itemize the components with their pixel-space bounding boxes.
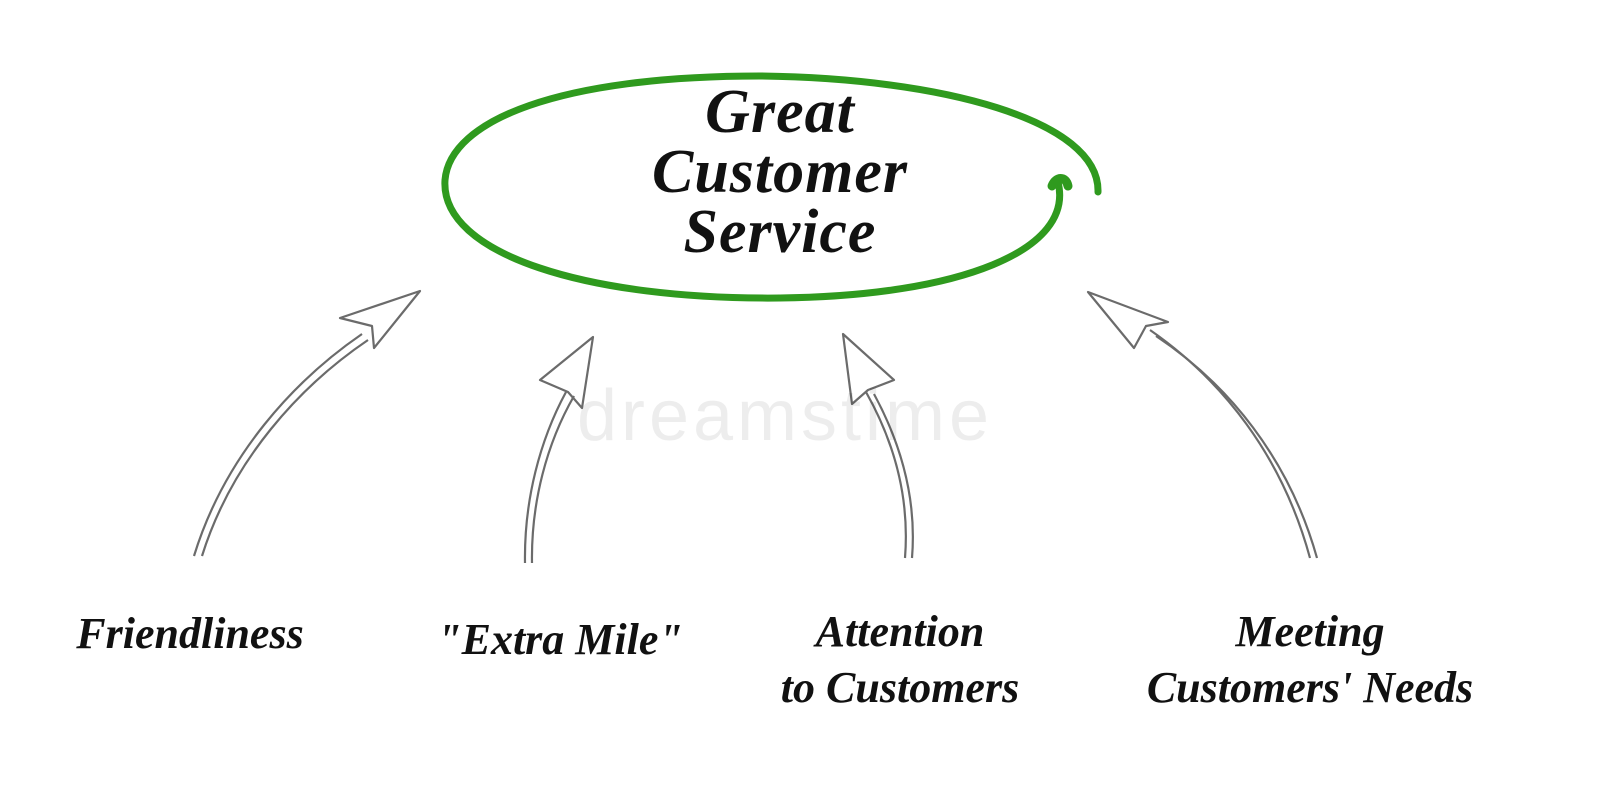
watermark: dreamstime bbox=[576, 376, 994, 456]
arrow-friendliness bbox=[192, 289, 422, 557]
center-title-line: Customer bbox=[651, 138, 909, 206]
label-meeting-needs: Meeting Customers' Needs bbox=[1100, 604, 1520, 716]
arrow-attention bbox=[841, 332, 914, 559]
arrow-extra-mile bbox=[523, 335, 595, 564]
label-attention: Attention to Customers bbox=[735, 604, 1065, 716]
label-line: Customers' Needs bbox=[1146, 663, 1474, 712]
label-line: Meeting bbox=[1235, 607, 1385, 656]
label-line: "Extra Mile" bbox=[437, 615, 683, 664]
arrow-meeting-needs bbox=[1086, 290, 1319, 559]
label-extra-mile: "Extra Mile" bbox=[405, 612, 715, 668]
label-line: Friendliness bbox=[76, 609, 304, 658]
ellipse-stroke-end bbox=[1047, 174, 1073, 191]
label-line: to Customers bbox=[780, 663, 1020, 712]
center-ellipse bbox=[441, 72, 1102, 302]
center-title: Great Customer Service bbox=[500, 78, 1060, 266]
center-title-line: Great bbox=[705, 78, 855, 146]
label-line: Attention bbox=[815, 607, 985, 656]
label-friendliness: Friendliness bbox=[40, 606, 340, 662]
center-title-line: Service bbox=[683, 198, 877, 266]
